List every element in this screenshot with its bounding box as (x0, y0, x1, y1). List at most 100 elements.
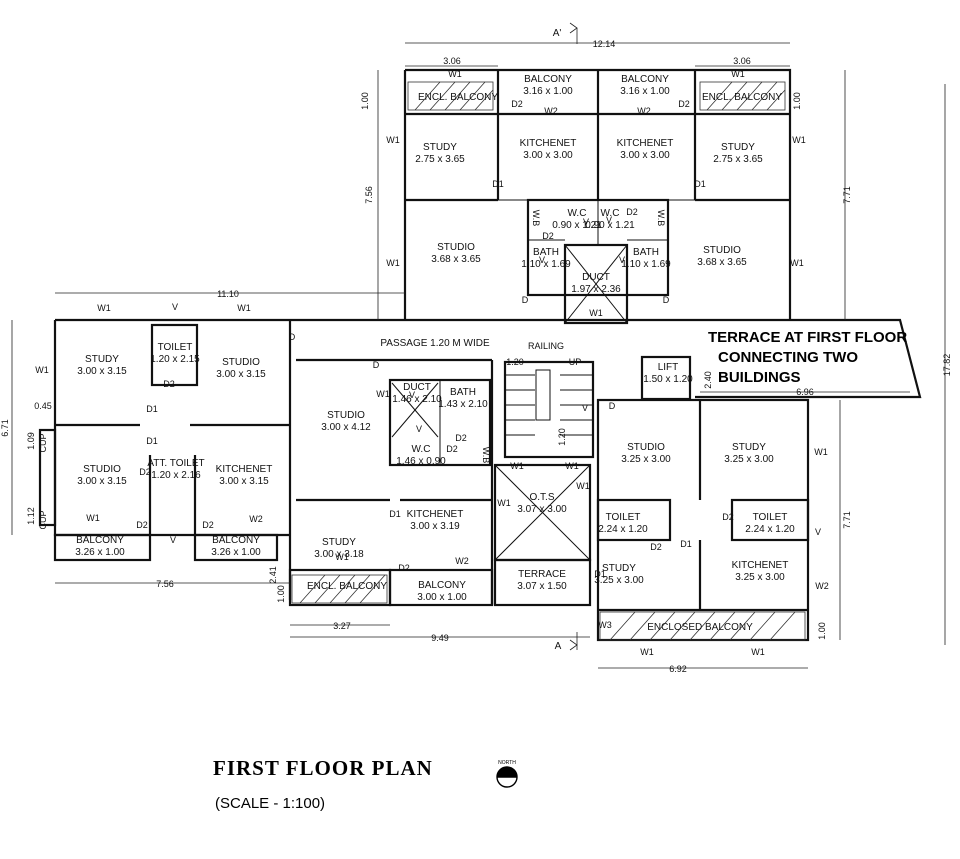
room-name: ENCL. BALCONY (702, 92, 782, 103)
room-size: 3.00 x 3.00 (620, 150, 670, 161)
dimension-label: 1.00 (792, 92, 802, 110)
marker-label: V (172, 302, 178, 312)
room-name: STUDIO (703, 245, 741, 256)
room-size: 3.25 x 3.00 (735, 572, 785, 583)
room-name: ENCL. BALCONY (307, 581, 387, 592)
room-name: STUDY (322, 537, 356, 548)
room-name: STUDIO (627, 442, 665, 453)
room-name: STUDIO (327, 410, 365, 421)
room-name: TOILET (753, 512, 788, 523)
room-size: 2.24 x 1.20 (598, 524, 648, 535)
room-size: 1.10 x 1.69 (521, 259, 571, 270)
wash-basin-label: W.B (531, 210, 541, 227)
room-name: ENCLOSED BALCONY (647, 622, 753, 633)
marker-label: D1 (146, 404, 158, 414)
marker-label: V (170, 535, 176, 545)
cupboard-label: CUP (38, 433, 48, 452)
room-name: W.C (568, 208, 587, 219)
dimension-label: 2.41 (268, 566, 278, 584)
room-name: STUDY (423, 142, 457, 153)
room-name: DUCT (582, 272, 610, 283)
marker-label: D2 (139, 467, 151, 477)
room-size: 3.00 x 3.00 (523, 150, 573, 161)
room-name: ATT. TOILET (147, 458, 204, 469)
room-name: BATH (450, 387, 476, 398)
marker-label: D (289, 332, 296, 342)
marker-label: W1 (386, 258, 400, 268)
room-size: 2.75 x 3.65 (415, 154, 465, 165)
marker-label: W2 (637, 106, 651, 116)
marker-label: W1 (640, 647, 654, 657)
marker-label: D2 (542, 231, 554, 241)
dimension-label: 3.06 (733, 56, 751, 66)
marker-label: W1 (237, 303, 251, 313)
marker-label: W1 (792, 135, 806, 145)
room-name: BALCONY (524, 74, 572, 85)
marker-label: V (619, 255, 625, 265)
terrace-note-line-1: TERRACE AT FIRST FLOOR (708, 329, 907, 346)
dimension-label: 12.14 (593, 39, 616, 49)
room-size: 3.26 x 1.00 (211, 547, 261, 558)
room-name: TOILET (158, 342, 193, 353)
marker-label: W2 (815, 581, 829, 591)
room-size: 1.46 x 0.90 (396, 456, 446, 467)
room-name: STUDY (732, 442, 766, 453)
room-name: KITCHENET (520, 138, 577, 149)
dimension-label: 1.00 (360, 92, 370, 110)
section-a-label: A (555, 641, 562, 652)
room-name: BALCONY (76, 535, 124, 546)
north-arrow-icon (496, 766, 518, 788)
dimension-label: 7.71 (842, 511, 852, 529)
room-size: 1.50 x 1.20 (643, 374, 693, 385)
room-size: 3.26 x 1.00 (75, 547, 125, 558)
marker-label: D1 (389, 509, 401, 519)
marker-label: W1 (589, 308, 603, 318)
marker-label: D (373, 360, 380, 370)
room-size: 1.10 x 1.69 (621, 259, 671, 270)
marker-label: W1 (35, 365, 49, 375)
room-name: KITCHENET (617, 138, 674, 149)
room-size: 3.25 x 3.00 (621, 454, 671, 465)
room-name: KITCHENET (216, 464, 273, 475)
section-markers (569, 22, 578, 651)
marker-label: W1 (97, 303, 111, 313)
marker-label: D2 (455, 433, 467, 443)
room-size: 3.00 x 3.15 (216, 369, 266, 380)
marker-label: D2 (136, 520, 148, 530)
marker-label: D1 (694, 179, 706, 189)
marker-label: W3 (598, 620, 612, 630)
room-size: 3.25 x 3.00 (724, 454, 774, 465)
room-size: 3.00 x 3.18 (314, 549, 364, 560)
hatching (291, 81, 806, 641)
room-name: DUCT (403, 382, 431, 393)
room-size: 3.00 x 4.12 (321, 422, 371, 433)
room-name: LIFT (658, 362, 679, 373)
room-size: 3.00 x 3.19 (410, 521, 460, 532)
dimension-label: 3.27 (333, 621, 351, 631)
marker-label: D1 (146, 436, 158, 446)
room-name: STUDY (85, 354, 119, 365)
marker-label: D (609, 401, 616, 411)
marker-label: D1 (594, 569, 606, 579)
marker-label: W1 (86, 513, 100, 523)
railing-label: RAILING (528, 341, 564, 351)
marker-label: W1 (576, 481, 590, 491)
marker-label: V (409, 390, 415, 400)
marker-label: D2 (722, 512, 734, 522)
dimension-label: 1.00 (276, 585, 286, 603)
room-size: 1.97 x 2.36 (571, 284, 621, 295)
room-name: O.T.S (529, 492, 554, 503)
dimension-label: 7.71 (842, 186, 852, 204)
dimension-label: 1.20 (506, 357, 524, 367)
marker-label: D2 (626, 207, 638, 217)
stair-up-label: UP (569, 357, 582, 367)
marker-label: W1 (751, 647, 765, 657)
room-size: 2.24 x 1.20 (745, 524, 795, 535)
room-name: BALCONY (418, 580, 466, 591)
dimension-label: 3.06 (443, 56, 461, 66)
terrace-note: TERRACE AT FIRST FLOOR CONNECTING TWO BU… (708, 329, 907, 386)
marker-label: D2 (650, 542, 662, 552)
room-size: 3.00 x 3.15 (77, 366, 127, 377)
